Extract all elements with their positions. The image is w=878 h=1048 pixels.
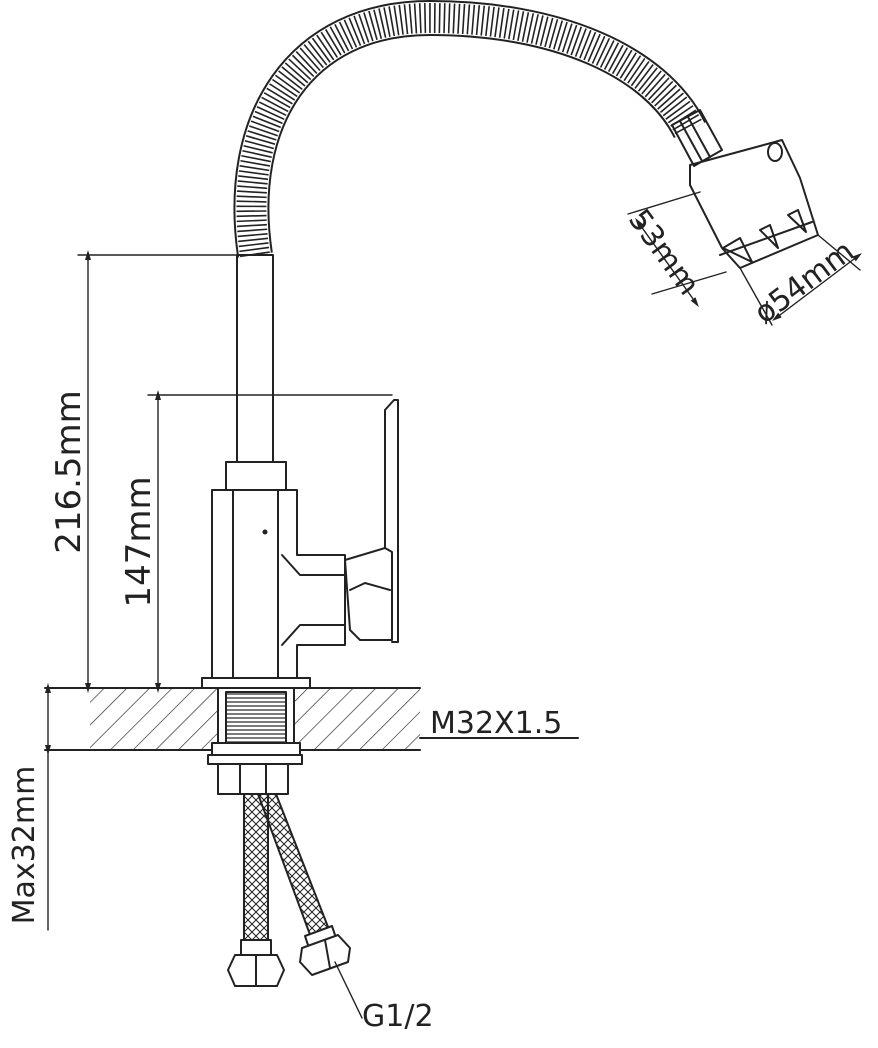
dimension-lines	[45, 191, 862, 1019]
total-height-label: 216.5mm	[49, 390, 89, 554]
head-length-label: 53mm	[621, 203, 706, 302]
thread-spec-label: M32X1.5	[430, 706, 562, 741]
base-flange	[201, 677, 311, 689]
body-height-label: 147mm	[119, 476, 159, 607]
mounting-nut	[207, 754, 303, 795]
spout-tube	[225, 254, 287, 491]
head-diameter-label: ø54mm	[748, 234, 861, 331]
hose-thread-label: G1/2	[362, 999, 434, 1034]
flexible-hose	[233, 0, 707, 258]
lever-handle	[344, 399, 399, 643]
spray-head	[671, 109, 819, 269]
supply-hoses	[227, 793, 351, 987]
max-deck-thickness-label: Max32mm	[7, 766, 42, 925]
threaded-shank	[211, 687, 301, 756]
faucet-body	[211, 489, 346, 679]
